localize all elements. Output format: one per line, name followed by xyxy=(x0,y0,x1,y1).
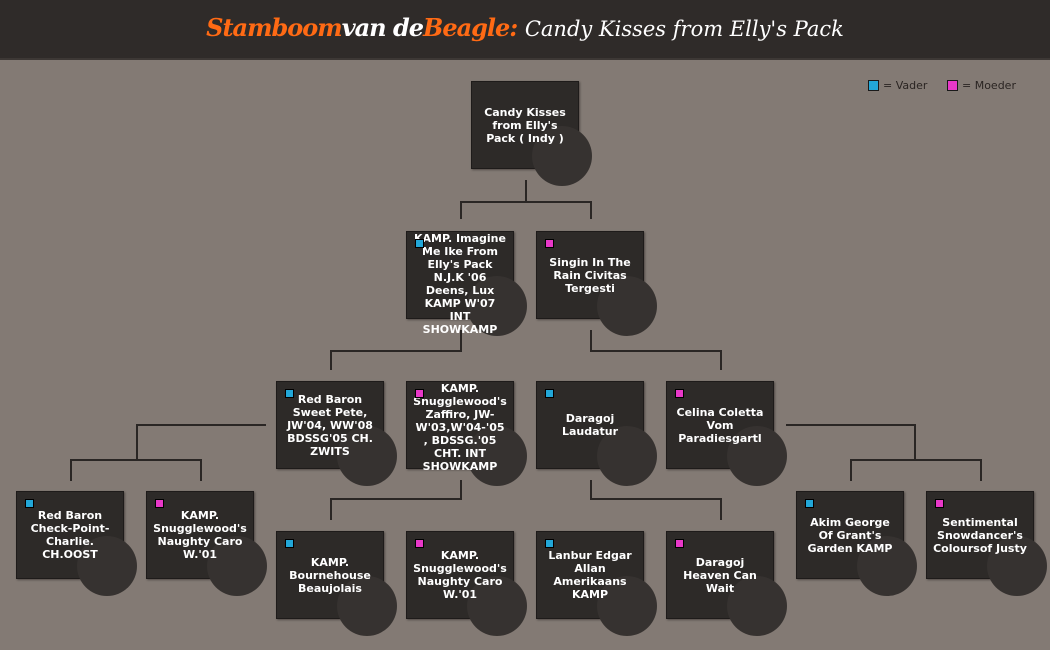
dog-name: KAMP. Snugglewood's Naughty Caro W.'01 xyxy=(153,509,247,561)
legend-moeder-label: = Moeder xyxy=(962,79,1016,92)
connector-line xyxy=(330,498,332,520)
legend-vader-label: = Vader xyxy=(883,79,928,92)
legend-moeder: = Moeder xyxy=(947,79,1016,92)
dog-card-mfm[interactable]: Daragoj Heaven Can Wait xyxy=(666,531,787,636)
dog-name: Candy Kisses from Elly's Pack ( Indy ) xyxy=(484,105,566,145)
dog-card-fmf[interactable]: KAMP. Bournehouse Beaujolais xyxy=(276,531,397,636)
vader-marker-icon xyxy=(415,239,424,248)
dog-name: Red Baron Sweet Pete, JW'04, WW'08 BDSSG… xyxy=(287,392,373,458)
vader-marker-icon xyxy=(805,499,814,508)
vader-marker-icon xyxy=(545,539,554,548)
moeder-marker-icon xyxy=(545,239,554,248)
connector-line xyxy=(590,498,722,500)
vader-marker-icon xyxy=(285,389,294,398)
dog-card-maternal-grandfather[interactable]: Daragoj Laudatur xyxy=(536,381,657,486)
dog-card-mmm[interactable]: Sentimental Snowdancer's Coloursof Justy xyxy=(926,491,1047,596)
connector-line xyxy=(70,459,202,461)
dog-card-paternal-grandfather[interactable]: Red Baron Sweet Pete, JW'04, WW'08 BDSSG… xyxy=(276,381,397,486)
dog-card-maternal-grandmother[interactable]: Celina Coletta Vom Paradiesgartl xyxy=(666,381,787,486)
connector-line xyxy=(850,459,852,481)
moeder-marker-icon xyxy=(415,539,424,548)
connector-line xyxy=(136,424,266,426)
dog-card-paternal-grandmother[interactable]: KAMP. Snugglewood's Zaffiro, JW-W'03,W'0… xyxy=(406,381,527,486)
vader-marker-icon xyxy=(285,539,294,548)
dog-name: Daragoj Laudatur xyxy=(561,412,619,438)
title-stamboom: Stamboom xyxy=(206,13,343,42)
connector-line xyxy=(590,330,592,352)
connector-line xyxy=(136,424,138,460)
connector-line xyxy=(460,201,462,219)
connector-line xyxy=(720,498,722,520)
legend-vader: = Vader xyxy=(868,79,927,92)
connector-line xyxy=(525,180,527,202)
connector-line xyxy=(200,459,202,481)
page-title: Stamboomvan deBeagle: Candy Kisses from … xyxy=(0,13,1050,42)
moeder-swatch-icon xyxy=(947,80,958,91)
page-header: Stamboomvan deBeagle: Candy Kisses from … xyxy=(0,0,1050,60)
dog-card-fmm[interactable]: KAMP. Snugglewood's Naughty Caro W.'01 xyxy=(406,531,527,636)
dog-name: KAMP. Snugglewood's Zaffiro, JW-W'03,W'0… xyxy=(413,382,507,473)
connector-line xyxy=(850,459,982,461)
dog-card-mff[interactable]: Lanbur Edgar Allan Amerikaans KAMP xyxy=(536,531,657,636)
connector-line xyxy=(460,201,592,203)
connector-line xyxy=(70,459,72,481)
connector-line xyxy=(914,424,916,460)
dog-name: Lanbur Edgar Allan Amerikaans KAMP xyxy=(548,549,632,601)
moeder-marker-icon xyxy=(675,539,684,548)
dog-name: Celina Coletta Vom Paradiesgartl xyxy=(676,405,764,445)
connector-line xyxy=(330,498,462,500)
vader-swatch-icon xyxy=(868,80,879,91)
dog-card-fff[interactable]: Red Baron Check-Point-Charlie. CH.OOST xyxy=(16,491,137,596)
moeder-marker-icon xyxy=(935,499,944,508)
dog-card-mmf[interactable]: Akim George Of Grant's Garden KAMP xyxy=(796,491,917,596)
connector-line xyxy=(786,424,916,426)
dog-card-father[interactable]: KAMP. Imagine Me Ike From Elly's Pack N.… xyxy=(406,231,527,336)
title-van-de: van de xyxy=(341,13,424,42)
dog-name: KAMP. Snugglewood's Naughty Caro W.'01 xyxy=(413,549,507,601)
dog-card-ffm[interactable]: KAMP. Snugglewood's Naughty Caro W.'01 xyxy=(146,491,267,596)
dog-name: Daragoj Heaven Can Wait xyxy=(683,555,757,595)
connector-line xyxy=(330,350,462,352)
connector-line xyxy=(460,330,462,352)
connector-line xyxy=(590,480,592,500)
dog-name: Akim George Of Grant's Garden KAMP xyxy=(807,515,893,555)
connector-line xyxy=(460,480,462,500)
vader-marker-icon xyxy=(545,389,554,398)
connector-line xyxy=(590,350,722,352)
dog-name: Red Baron Check-Point-Charlie. CH.OOST xyxy=(30,509,110,561)
moeder-marker-icon xyxy=(675,389,684,398)
dog-name: KAMP. Imagine Me Ike From Elly's Pack N.… xyxy=(414,232,506,336)
dog-name: Singin In The Rain Civitas Tergesti xyxy=(549,255,631,295)
dog-name: Sentimental Snowdancer's Coloursof Justy xyxy=(933,515,1027,555)
moeder-marker-icon xyxy=(415,389,424,398)
connector-line xyxy=(590,201,592,219)
connector-line xyxy=(980,459,982,481)
title-dog-name: Candy Kisses from Elly's Pack xyxy=(524,17,844,41)
connector-line xyxy=(330,350,332,370)
dog-name: KAMP. Bournehouse Beaujolais xyxy=(289,555,371,595)
dog-card-root[interactable]: Candy Kisses from Elly's Pack ( Indy ) xyxy=(471,81,592,186)
dog-card-mother[interactable]: Singin In The Rain Civitas Tergesti xyxy=(536,231,657,336)
connector-line xyxy=(720,350,722,370)
vader-marker-icon xyxy=(25,499,34,508)
title-beagle: Beagle: xyxy=(423,13,518,42)
moeder-marker-icon xyxy=(155,499,164,508)
